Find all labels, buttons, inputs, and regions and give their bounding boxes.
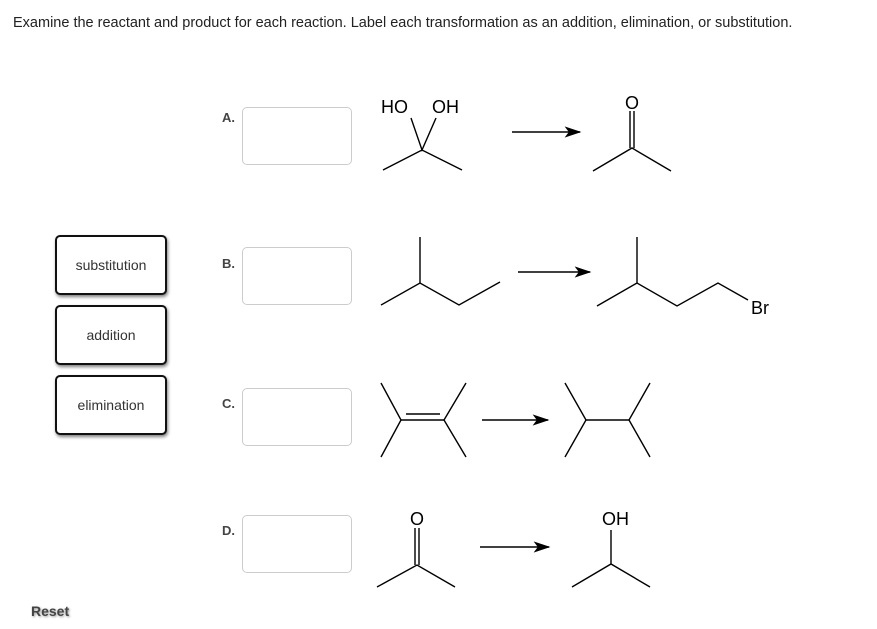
drop-target-d[interactable]: [242, 515, 352, 573]
reaction-a-label: A.: [222, 110, 235, 125]
drop-target-b[interactable]: [242, 247, 352, 305]
hydroxyl-label: HO: [381, 97, 408, 117]
reaction-c-product: [564, 382, 651, 458]
reaction-c-reactant: [380, 382, 467, 458]
drop-target-c[interactable]: [242, 388, 352, 446]
reaction-d-reactant: O: [376, 509, 456, 588]
reaction-d-label: D.: [222, 523, 235, 538]
choice-addition[interactable]: addition: [55, 305, 167, 365]
instructions: Examine the reactant and product for eac…: [13, 15, 793, 31]
reaction-c-label: C.: [222, 396, 235, 411]
reaction-a-reactant: HO OH: [381, 97, 463, 171]
reaction-a-product: O: [592, 93, 672, 172]
reaction-b-reactant: [380, 237, 501, 306]
choice-elimination[interactable]: elimination: [55, 375, 167, 435]
reaction-b-label: B.: [222, 256, 235, 271]
hydroxyl-label: OH: [432, 97, 459, 117]
oxygen-label: O: [625, 93, 639, 113]
oxygen-label: O: [410, 509, 424, 529]
reaction-d-product: OH: [571, 509, 651, 588]
bromine-label: Br: [751, 298, 769, 318]
choice-substitution[interactable]: substitution: [55, 235, 167, 295]
drop-target-a[interactable]: [242, 107, 352, 165]
hydroxyl-label: OH: [602, 509, 629, 529]
reaction-b-product: Br: [596, 237, 769, 318]
reset-button[interactable]: Reset: [31, 603, 70, 619]
